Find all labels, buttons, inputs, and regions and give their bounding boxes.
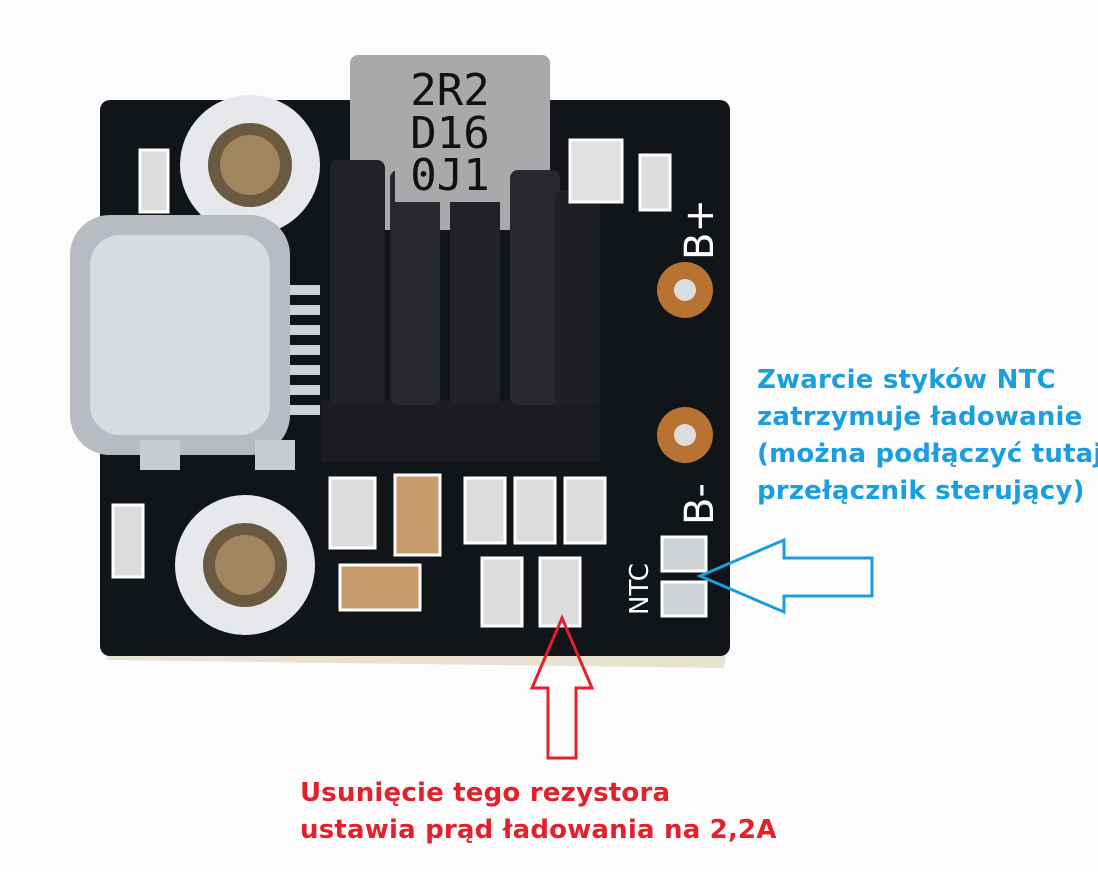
mounting-hole-bottom (175, 495, 315, 635)
inductor-marking-1: 2R2 (410, 65, 489, 116)
mounting-hole-top (180, 95, 320, 235)
ntc-note-line: Zwarcie styków NTC (757, 365, 1056, 395)
silkscreen-ntc: NTC (625, 563, 655, 615)
resistor-note-line: ustawia prąd ładowania na 2,2A (300, 815, 777, 845)
ntc-note-line: (można podłączyć tutaj (757, 439, 1098, 469)
silkscreen-b-plus: B+ (677, 199, 723, 260)
ntc-note-line: zatrzymuje ładowanie (757, 402, 1083, 432)
heatsink (322, 160, 600, 462)
smd-resistor-top (638, 153, 672, 212)
ntc-note-line: przełącznik sterujący) (757, 476, 1085, 506)
led-top (138, 148, 170, 214)
usb-c-connector (70, 215, 295, 470)
usb-pins (290, 285, 320, 415)
silkscreen-b-minus: B- (677, 483, 723, 525)
resistor-note-line: Usunięcie tego rezystora (300, 778, 671, 808)
resistor-note: Usunięcie tego rezystora ustawia prąd ła… (300, 775, 777, 849)
smd-components (328, 473, 607, 628)
inductor-marking-3: 0J1 (410, 150, 489, 201)
ntc-arrow-icon (696, 537, 874, 615)
inductor-marking: 2R2 D16 0J1 (395, 65, 505, 202)
charge-current-resistor (538, 556, 582, 628)
ntc-pad-1 (660, 535, 708, 573)
led-bottom (111, 503, 145, 579)
inductor-marking-2: D16 (410, 108, 489, 159)
smd-capacitor-top (568, 138, 624, 204)
ntc-note: Zwarcie styków NTC zatrzymuje ładowanie … (757, 362, 1098, 510)
ntc-pad-2 (660, 580, 708, 618)
resistor-arrow-icon (529, 614, 595, 760)
